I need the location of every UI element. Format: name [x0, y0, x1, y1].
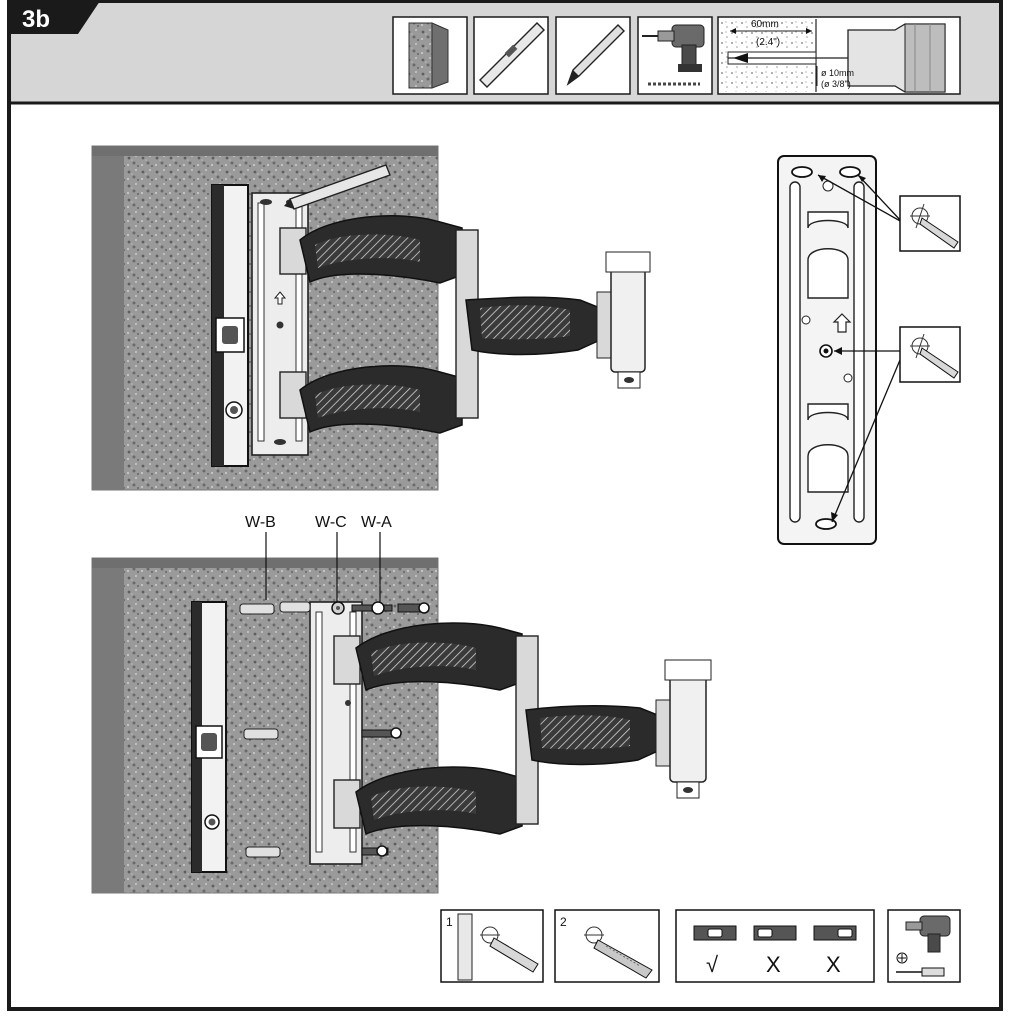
callout-washer-label: W-C	[315, 514, 347, 531]
step-mark-number: 1	[446, 915, 453, 929]
step-label: 3b	[22, 6, 50, 33]
pencil-mark-zoom-2	[899, 326, 961, 383]
level-bad-mark-2: X	[826, 952, 841, 977]
drill-diameter-mm: ø 10mm	[821, 68, 854, 78]
pencil-upper	[284, 164, 391, 210]
arm-assembly-lower	[333, 622, 712, 836]
drill-depth-diagram: 60mm (2.4") ø 10mm (ø 3/8")	[717, 16, 961, 95]
drill-icon	[637, 16, 713, 95]
tool-icons: 60mm (2.4") ø 10mm (ø 3/8")	[392, 16, 961, 95]
level-upper	[211, 184, 249, 467]
pencil-mark-zoom-1	[899, 195, 961, 252]
step-drill-box: 2	[554, 909, 660, 983]
pencil-icon	[555, 16, 631, 95]
footer-steps: 1 2 √ X X	[440, 909, 961, 983]
wall-plate-detail	[777, 155, 961, 545]
washer	[331, 601, 345, 615]
level-icon	[473, 16, 549, 95]
step-badge: 3b	[9, 1, 100, 34]
step-screw-box	[887, 909, 961, 983]
arm-assembly-upper	[279, 215, 651, 434]
drill-diameter-in: (ø 3/8")	[821, 79, 851, 89]
step-mark-box: 1	[440, 909, 544, 983]
lower-wall-scene: W-B W-C W-A	[91, 514, 712, 894]
callout-screw-label: W-A	[361, 514, 392, 531]
drill-depth-in: (2.4")	[756, 37, 780, 48]
upper-wall-scene	[91, 145, 651, 491]
drill-depth-mm: 60mm	[751, 19, 779, 30]
outer-border	[7, 0, 1003, 1011]
wall-anchors	[239, 601, 311, 858]
level-ok-mark: √	[706, 952, 719, 977]
level-bad-mark-1: X	[766, 952, 781, 977]
wall-icon	[392, 16, 468, 95]
level-lower	[191, 601, 227, 873]
lag-screws	[351, 601, 430, 857]
step-drill-number: 2	[560, 915, 567, 929]
level-check-box: √ X X	[675, 909, 875, 983]
callout-anchor-label: W-B	[245, 514, 276, 531]
